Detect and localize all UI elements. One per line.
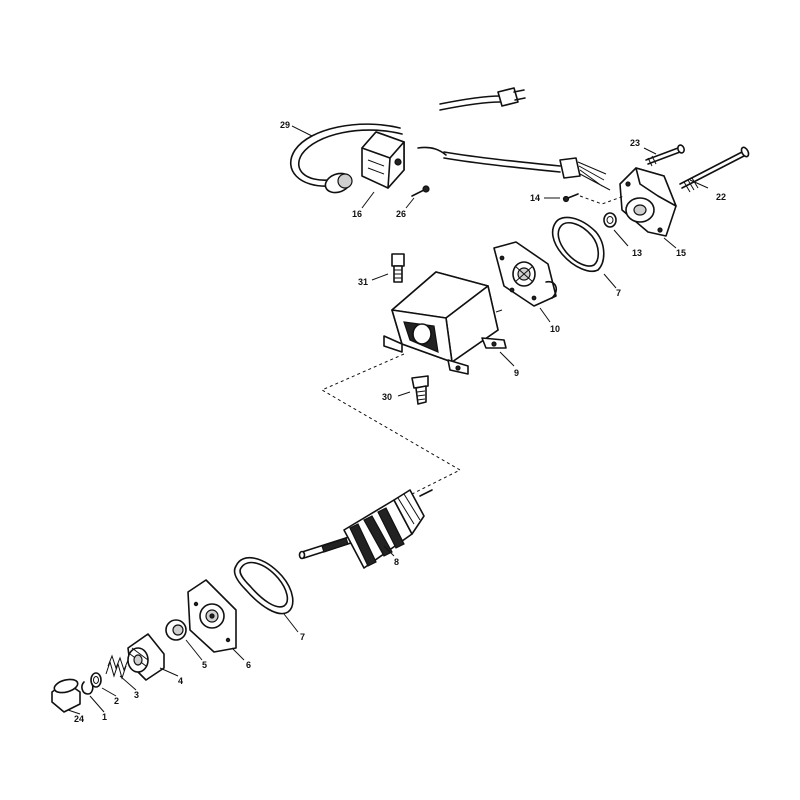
part-15-end-cap: [619, 167, 677, 237]
part-6-end-plate: [187, 579, 237, 653]
callout-4: 4: [178, 676, 183, 686]
part-24-cap: [51, 678, 81, 713]
callout-14: 14: [530, 193, 540, 203]
part-26-screw: [411, 185, 430, 197]
part-16-switch: [361, 131, 405, 189]
callout-2: 2: [114, 696, 119, 706]
assembly-path: [320, 353, 462, 501]
callout-24: 24: [74, 714, 84, 724]
callout-15: 15: [676, 248, 686, 258]
callout-29: 29: [280, 120, 290, 130]
part-9-housing: [383, 271, 507, 375]
callout-13: 13: [632, 248, 642, 258]
callout-9: 9: [514, 368, 519, 378]
part-8-armature: [298, 489, 433, 569]
callout-8: 8: [394, 557, 399, 567]
part-31-screw: [391, 253, 405, 283]
callout-16: 16: [352, 209, 362, 219]
callout-7-lower: 7: [300, 632, 305, 642]
callout-5: 5: [202, 660, 207, 670]
part-3-spring: [105, 654, 129, 680]
part-14-screw: [562, 193, 579, 203]
part-30-screw: [411, 375, 429, 405]
callout-23: 23: [630, 138, 640, 148]
part-29-power-cord: [289, 87, 611, 194]
part-22-bolt: [679, 146, 750, 193]
part-5-spacer: [165, 619, 187, 641]
leader-lines: [67, 125, 709, 715]
callout-31: 31: [358, 277, 368, 287]
callout-6: 6: [246, 660, 251, 670]
part-7-gasket-upper: [551, 216, 605, 272]
part-10-plate: [493, 241, 558, 307]
part-2-washer: [90, 672, 102, 688]
callout-1: 1: [102, 712, 107, 722]
part-13-washer: [603, 212, 617, 228]
part-7-gasket-lower: [233, 557, 294, 615]
callout-22: 22: [716, 192, 726, 202]
callout-30: 30: [382, 392, 392, 402]
part-4-pinion: [127, 633, 165, 681]
callout-7-upper: 7: [616, 288, 621, 298]
callout-3: 3: [134, 690, 139, 700]
part-23-bolt: [645, 144, 685, 167]
callout-10: 10: [550, 324, 560, 334]
part-1-ring: [81, 681, 94, 695]
callout-26: 26: [396, 209, 406, 219]
